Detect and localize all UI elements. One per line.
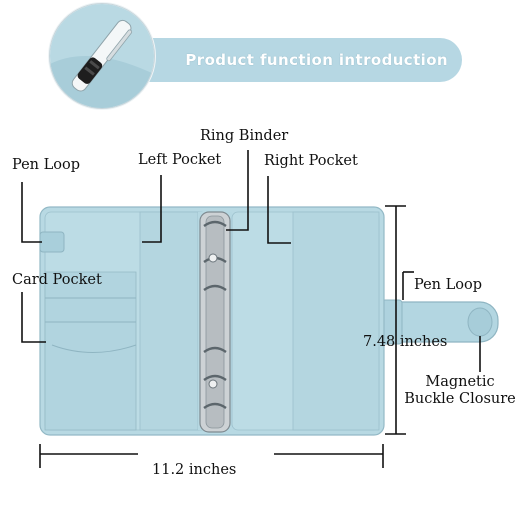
- label-right-pocket: Right Pocket: [264, 153, 358, 169]
- left-pen-loop-shape: [39, 231, 65, 253]
- label-card-pocket: Card Pocket: [12, 272, 102, 288]
- left-pocket-shape: [139, 211, 199, 431]
- label-magnetic-line2: Buckle Closure: [404, 390, 516, 407]
- label-ring-binder: Ring Binder: [200, 128, 289, 144]
- label-pen-loop-left: Pen Loop: [12, 157, 81, 173]
- label-magnetic-line1: Magnetic: [425, 374, 495, 390]
- label-magnetic-buckle: Magnetic Buckle Closure: [402, 374, 518, 407]
- label-width-unit: inches: [188, 462, 237, 478]
- intro-banner: Product function introduction: [96, 38, 462, 82]
- banner-title: Product function introduction: [185, 51, 448, 69]
- label-width: 11.2 inches: [152, 462, 236, 479]
- label-height: 7.48 inches: [363, 334, 448, 350]
- label-pen-loop-right: Pen Loop: [414, 277, 483, 293]
- label-left-pocket: Left Pocket: [138, 152, 222, 168]
- right-pocket-shape: [292, 211, 380, 431]
- label-width-value: 11.2: [152, 462, 185, 478]
- pen-closeup-image: [50, 4, 154, 108]
- pen-closeup-circle: [49, 3, 155, 109]
